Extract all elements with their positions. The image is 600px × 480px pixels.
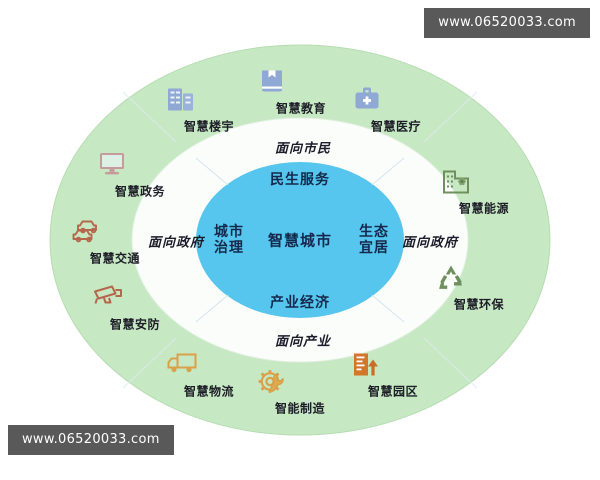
watermark-bottom-left: www.06520033.com <box>8 425 174 455</box>
core-separators <box>195 157 405 323</box>
core-circle-shape <box>196 162 404 318</box>
ring-separators <box>122 91 478 389</box>
watermark-top-right: www.06520033.com <box>424 8 590 38</box>
